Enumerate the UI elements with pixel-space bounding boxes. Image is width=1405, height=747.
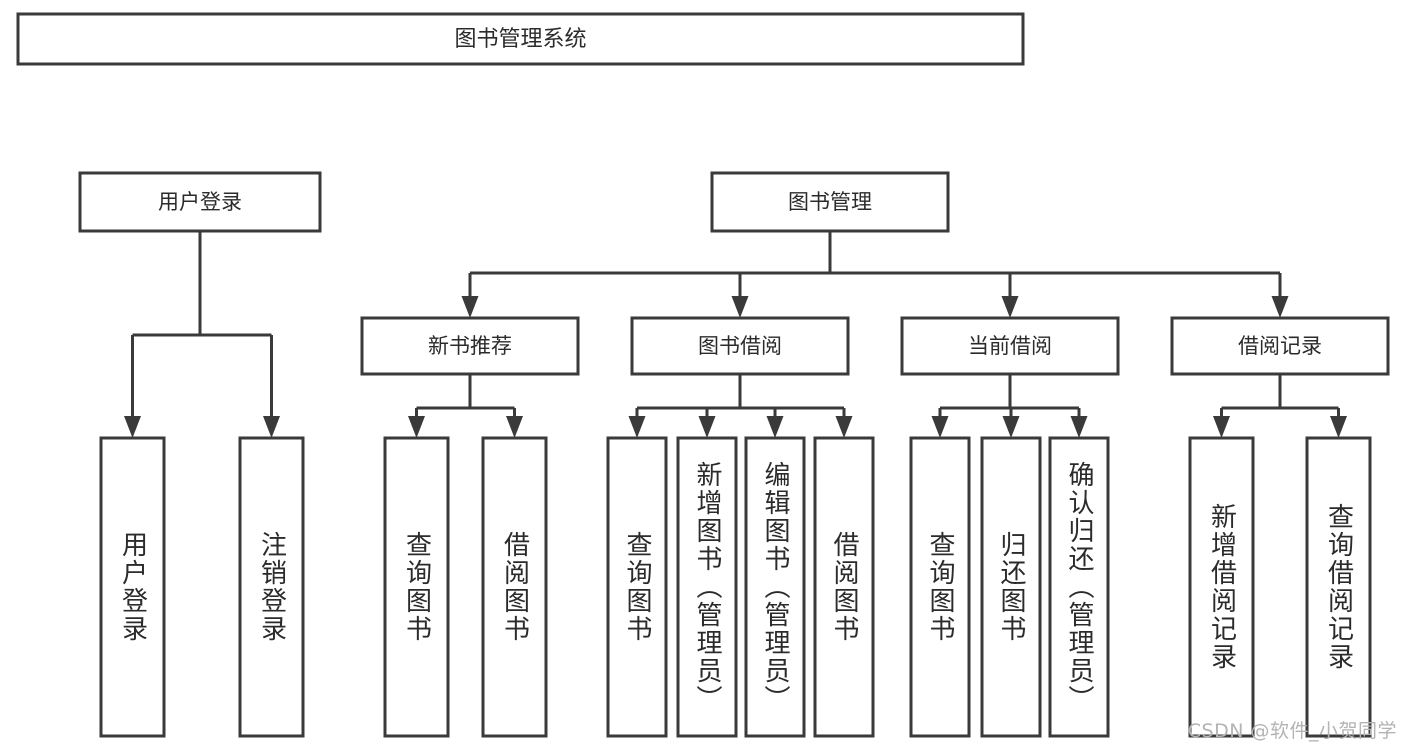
node-box-borrow-record[interactable] — [1170, 316, 1390, 376]
node-box-root[interactable] — [16, 12, 1025, 66]
connector-group-current-borrow — [931, 374, 1088, 438]
node-box-leaf-user-login[interactable] — [99, 436, 166, 738]
node-box-new-book-rec[interactable] — [360, 316, 580, 376]
connector-group-book-borrow — [628, 374, 853, 438]
connector-group-new-book-rec — [408, 374, 523, 438]
node-box-bb-edit[interactable] — [744, 436, 806, 738]
node-box-br-query[interactable] — [1305, 436, 1372, 738]
arrow-head-icon — [124, 416, 141, 438]
arrow-head-icon — [506, 416, 523, 438]
arrow-head-icon — [628, 416, 646, 438]
node-box-book-manage[interactable] — [710, 171, 950, 233]
node-label-user-login: 用户登录 — [158, 190, 242, 214]
node-label-new-book-rec: 新书推荐 — [428, 334, 512, 358]
arrow-head-icon — [1271, 296, 1289, 318]
node-box-leaf-user-logout[interactable] — [238, 436, 305, 738]
arrow-head-icon — [835, 416, 853, 438]
node-label-root: 图书管理系统 — [454, 27, 586, 52]
arrow-head-icon — [408, 416, 425, 438]
arrow-head-icon — [263, 416, 280, 438]
node-box-bb-add[interactable] — [676, 436, 738, 738]
node-box-current-borrow[interactable] — [900, 316, 1120, 376]
connector-group-borrow-record — [1213, 374, 1347, 438]
node-label-current-borrow: 当前借阅 — [968, 334, 1052, 358]
connector-group-book-manage — [461, 231, 1289, 318]
node-box-cb-confirm[interactable] — [1048, 436, 1110, 738]
connector-group-user-login — [124, 231, 280, 438]
node-label-borrow-record: 借阅记录 — [1238, 334, 1322, 358]
arrow-head-icon — [1002, 416, 1020, 438]
node-box-nb-borrow[interactable] — [481, 436, 548, 738]
node-box-book-borrow[interactable] — [630, 316, 850, 376]
node-box-bb-borrow[interactable] — [813, 436, 875, 738]
node-box-user-login[interactable] — [78, 171, 322, 233]
arrow-head-icon — [1213, 416, 1230, 438]
node-box-cb-query[interactable] — [909, 436, 971, 738]
arrow-head-icon — [698, 416, 716, 438]
watermark-text: CSDN @软件_小贺同学 — [1187, 720, 1397, 742]
box-layer — [16, 12, 1390, 738]
connector-layer — [124, 231, 1347, 438]
arrow-head-icon — [461, 296, 479, 318]
node-label-book-manage: 图书管理 — [788, 190, 872, 214]
node-box-nb-query[interactable] — [383, 436, 450, 738]
node-box-cb-return[interactable] — [980, 436, 1042, 738]
arrow-head-icon — [1330, 416, 1347, 438]
node-label-book-borrow: 图书借阅 — [698, 334, 782, 358]
node-box-br-add[interactable] — [1188, 436, 1255, 738]
arrow-head-icon — [731, 296, 749, 318]
arrow-head-icon — [1070, 416, 1088, 438]
arrow-head-icon — [931, 416, 949, 438]
arrow-head-icon — [1001, 296, 1019, 318]
node-box-bb-query[interactable] — [606, 436, 668, 738]
arrow-head-icon — [766, 416, 784, 438]
